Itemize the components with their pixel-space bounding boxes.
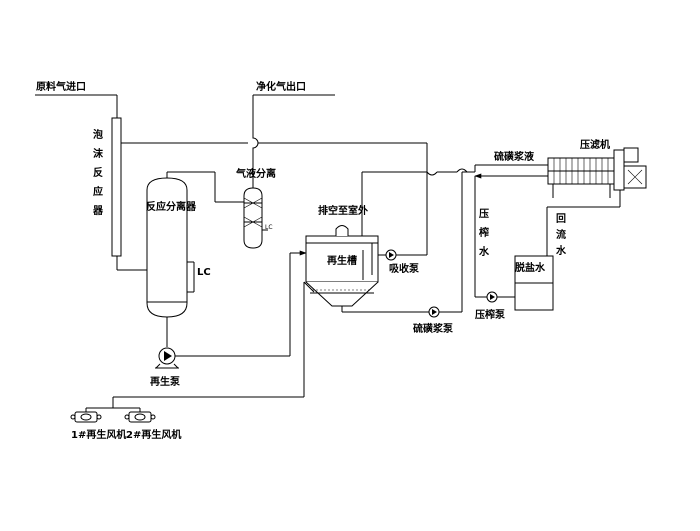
clean-gas-outlet-line: [252, 94, 335, 150]
desalted-water-label: 脱盐水: [515, 261, 546, 274]
regeneration-pump: [155, 250, 307, 369]
press-water-label-2: 榨: [478, 226, 489, 239]
regeneration-pump-label: 再生泵: [150, 375, 181, 388]
foam-reactor-label-5: 器: [92, 205, 104, 217]
desalted-water-tank: [514, 255, 554, 311]
return-water-label-2: 流: [556, 228, 566, 241]
absorption-pump: [378, 172, 428, 261]
filter-press-label: 压滤机: [580, 138, 610, 151]
regeneration-tank-label: 再生槽: [327, 254, 357, 267]
return-water-label-1: 回: [556, 213, 566, 225]
press-pump-label: 压榨泵: [475, 308, 506, 321]
sulfur-slurry-pump: [410, 171, 467, 318]
vent-outdoor-label: 排空至室外: [318, 204, 368, 217]
reactor-top-line: [121, 142, 438, 176]
filter-press: [547, 147, 647, 198]
blower-1: [70, 407, 113, 423]
regeneration-tank: [305, 225, 410, 313]
sulfur-slurry-line: [437, 164, 548, 173]
raw-gas-inlet-line: [35, 94, 118, 118]
blower-1-label: 1#再生风机: [71, 428, 126, 441]
gas-liquid-separator: [214, 150, 268, 249]
reaction-separator-label: 反应分离器: [146, 200, 197, 213]
sulfur-slurry-label: 硫磺浆液: [494, 150, 534, 163]
press-water-label-3: 水: [478, 245, 490, 258]
raw-gas-inlet-label: 原料气进口: [36, 80, 86, 93]
return-water-line: [546, 198, 621, 256]
absorption-pump-label: 吸收泵: [389, 262, 420, 275]
press-water-line: [474, 173, 548, 297]
gas-liquid-separator-label: 气液分离: [235, 167, 276, 180]
foam-reactor-label-3: 反: [93, 166, 103, 179]
clean-gas-outlet-label: 净化气出口: [256, 80, 306, 93]
foam-reactor-label-1: 泡: [93, 128, 103, 141]
foam-reactor: [111, 117, 147, 271]
reaction-separator-vessel: [146, 171, 215, 347]
press-water-label-1: 压: [479, 208, 489, 220]
foam-reactor-label-2: 沫: [93, 147, 104, 160]
blower-2-label: 2#再生风机: [126, 428, 181, 441]
level-control-label: LC: [197, 267, 211, 278]
sulfur-slurry-pump-label: 硫磺浆泵: [413, 322, 454, 335]
press-pump: [475, 291, 515, 303]
blower-air-line: [85, 281, 315, 412]
foam-reactor-label-4: 应: [93, 185, 103, 198]
vent-line: [361, 171, 427, 236]
blower-2: [113, 407, 156, 423]
level-control-small-label: LC: [265, 224, 273, 231]
return-water-label-3: 水: [555, 244, 567, 257]
